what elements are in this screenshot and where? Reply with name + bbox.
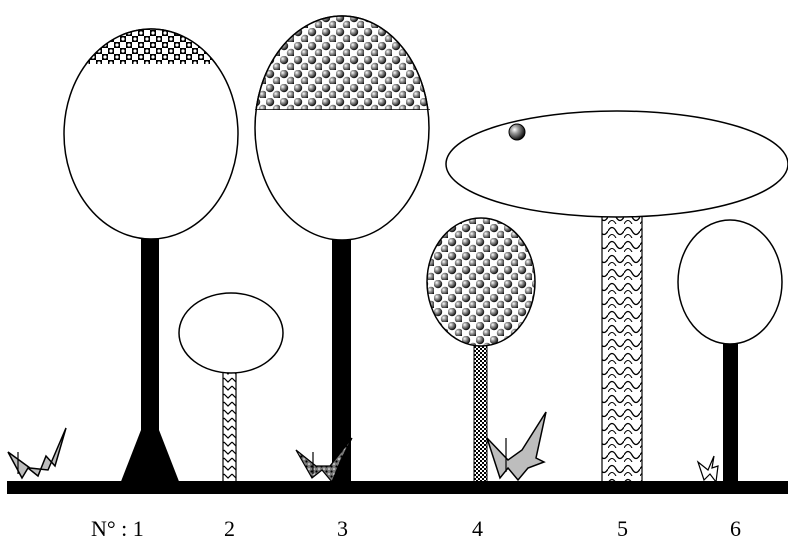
tree-6-trunk [723, 340, 738, 485]
tree-4-trunk [474, 338, 487, 485]
grass-tuft-1 [8, 428, 66, 478]
ground-line [7, 481, 788, 494]
label-tree-4: 4 [472, 516, 483, 542]
tree-5-crown [446, 111, 788, 217]
tree-6-crown [678, 220, 782, 344]
tree-4-crown [427, 218, 535, 346]
grass-tuft-3 [487, 412, 546, 480]
tree-5-crown-dot [509, 124, 525, 140]
tree-3-trunk [332, 235, 351, 485]
grass-tuft-4 [698, 456, 718, 482]
tree-2-trunk [223, 372, 236, 482]
label-tree-2: 2 [224, 516, 235, 542]
tree-2 [179, 293, 283, 482]
label-tree-1: N° : 1 [91, 516, 144, 542]
tree-5-trunk [602, 212, 642, 484]
tree-4 [427, 218, 535, 485]
tree-1-trunk [141, 230, 159, 455]
tree-3 [255, 16, 430, 485]
label-tree-3: 3 [337, 516, 348, 542]
label-tree-5: 5 [617, 516, 628, 542]
label-tree-6: 6 [730, 516, 741, 542]
tree-6 [678, 220, 782, 485]
tree-1-trunk-base [120, 430, 180, 484]
tree-2-crown [179, 293, 283, 373]
tree-1 [64, 29, 238, 484]
